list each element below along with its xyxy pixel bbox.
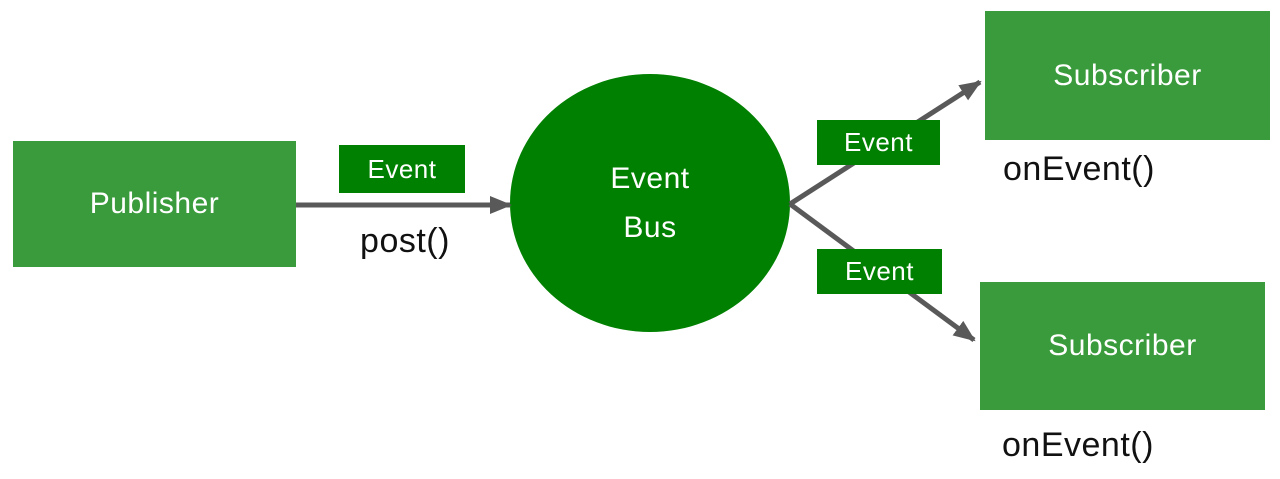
- subscriber-label: Subscriber: [1053, 58, 1202, 92]
- event-badge-label: Event: [367, 153, 437, 184]
- event-badge-label: Event: [844, 127, 913, 157]
- publisher-node: Publisher: [13, 141, 296, 267]
- event-bus-node: Event Bus: [510, 74, 790, 332]
- event-bus-label-line2: Bus: [623, 211, 677, 244]
- onevent-method-label-bottom: onEvent(): [1002, 426, 1154, 464]
- event-badge-label: Event: [845, 256, 914, 286]
- event-badge-top: Event: [817, 120, 940, 165]
- subscriber-node-top: Subscriber: [985, 11, 1270, 140]
- subscriber-node-bottom: Subscriber: [980, 282, 1265, 410]
- publisher-label: Publisher: [89, 187, 220, 220]
- subscriber-label: Subscriber: [1048, 329, 1197, 362]
- event-bus-label-line1: Event: [610, 162, 690, 195]
- onevent-method-label-top: onEvent(): [1003, 150, 1155, 188]
- event-badge-post: Event: [339, 145, 465, 193]
- post-method-label: post(): [360, 222, 450, 260]
- event-badge-bottom: Event: [817, 249, 942, 294]
